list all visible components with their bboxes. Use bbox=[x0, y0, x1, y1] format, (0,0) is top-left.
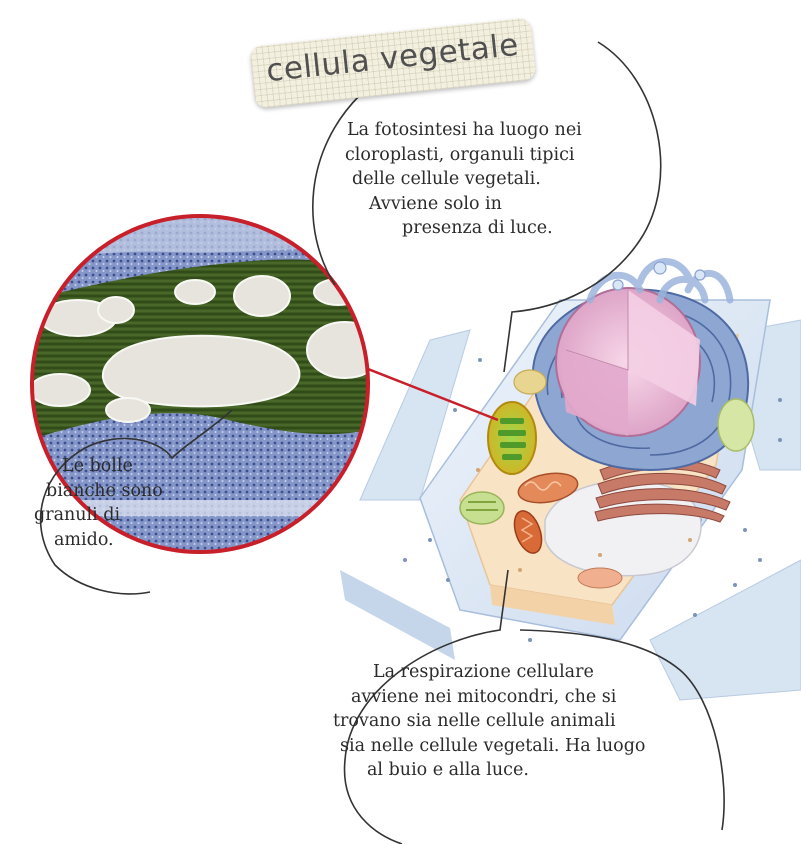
callout-line: al buio e alla luce. bbox=[367, 758, 645, 783]
callout-line: presenza di luce. bbox=[402, 216, 582, 241]
callout-line: granuli di bbox=[34, 503, 163, 528]
chloroplast-illustration bbox=[488, 402, 536, 474]
callout-line: La respirazione cellulare bbox=[373, 660, 645, 685]
callout-line: bianche sono bbox=[46, 479, 163, 504]
callout-line: amido. bbox=[54, 528, 163, 553]
callout-line: delle cellule vegetali. bbox=[352, 167, 582, 192]
callout-line: sia nelle cellule vegetali. Ha luogo bbox=[340, 734, 645, 759]
starch-callout-text: Le bolle bianche sono granuli di amido. bbox=[62, 454, 163, 552]
callout-line: cloroplasti, organuli tipici bbox=[345, 143, 582, 168]
plant-cell-illustration bbox=[340, 261, 801, 700]
callout-line: La fotosintesi ha luogo nei bbox=[347, 118, 582, 143]
chloroplast-callout-text: La fotosintesi ha luogo nei cloroplasti,… bbox=[347, 118, 582, 241]
callout-line: Avviene solo in bbox=[369, 192, 582, 217]
mitochondria-callout-text: La respirazione cellulare avviene nei mi… bbox=[373, 660, 645, 783]
callout-line: avviene nei mitocondri, che si bbox=[351, 685, 645, 710]
callout-line: trovano sia nelle cellule animali bbox=[333, 709, 645, 734]
callout-line: Le bolle bbox=[62, 454, 163, 479]
